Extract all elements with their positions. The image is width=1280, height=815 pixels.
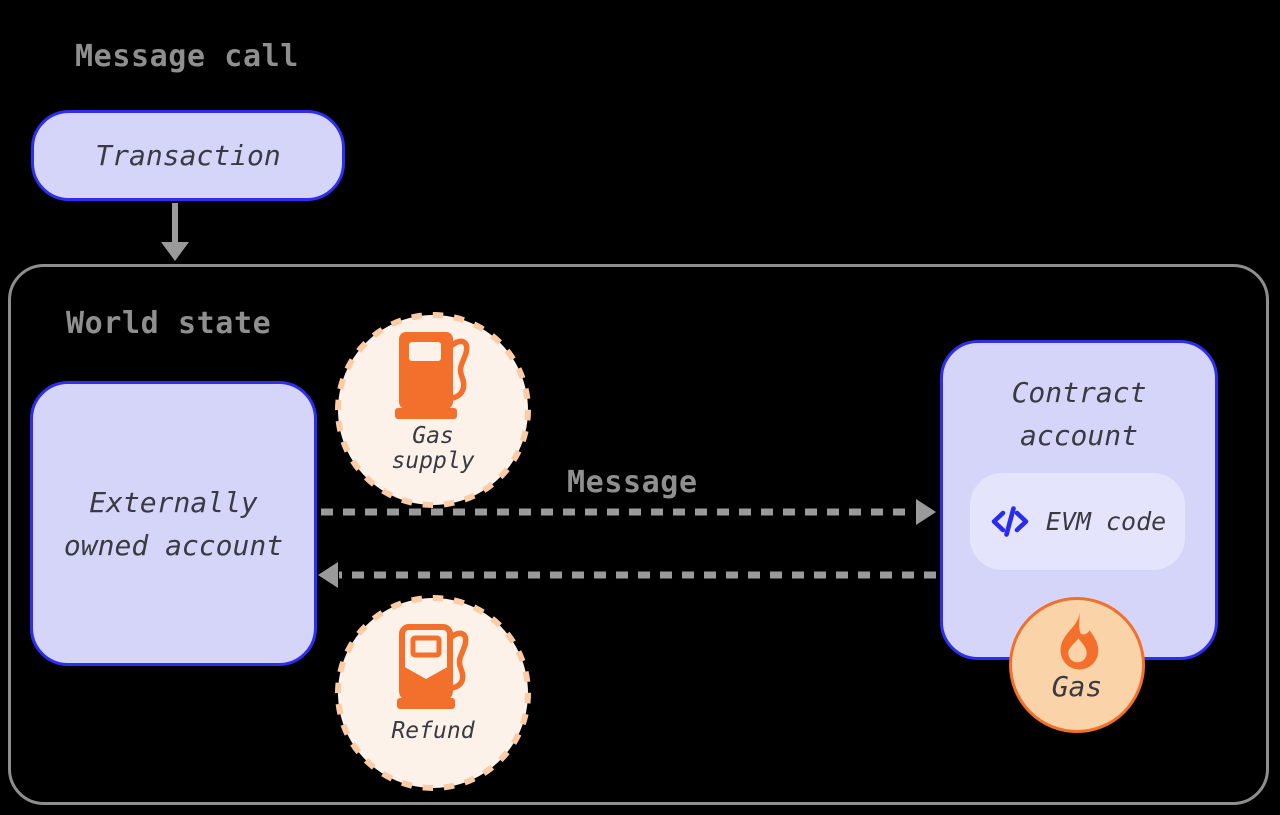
transaction-label: Transaction — [95, 139, 281, 172]
world-state-container — [8, 264, 1269, 805]
code-brackets-icon — [991, 506, 1029, 537]
refund-label: Refund — [391, 718, 475, 744]
eoa-label-line1: Externally — [89, 485, 258, 519]
evm-code-pill: EVM code — [970, 473, 1185, 570]
transaction-node: Transaction — [31, 110, 345, 201]
down-arrow-icon — [161, 203, 189, 261]
eoa-label-line2: owned account — [63, 528, 284, 562]
externally-owned-account-node: Externally owned account — [30, 381, 317, 666]
gas-supply-label-line2: supply — [391, 448, 475, 474]
flame-icon — [1060, 611, 1099, 670]
gas-badge: Gas — [1009, 597, 1145, 733]
contract-label-line1: Contract — [1011, 376, 1147, 409]
diagram-title: Message call — [75, 39, 299, 74]
refund-badge: Refund — [333, 593, 533, 793]
evm-code-label: EVM code — [1045, 507, 1167, 536]
gas-pump-refund-icon — [397, 624, 469, 709]
contract-label-line2: account — [1019, 419, 1138, 452]
gas-pump-icon — [395, 332, 470, 419]
message-arrow-label: Message — [567, 465, 698, 500]
gas-badge-label: Gas — [1051, 670, 1103, 703]
world-state-label: World state — [66, 306, 272, 341]
gas-supply-badge: Gas supply — [333, 310, 533, 510]
gas-supply-label-line1: Gas — [412, 423, 454, 449]
